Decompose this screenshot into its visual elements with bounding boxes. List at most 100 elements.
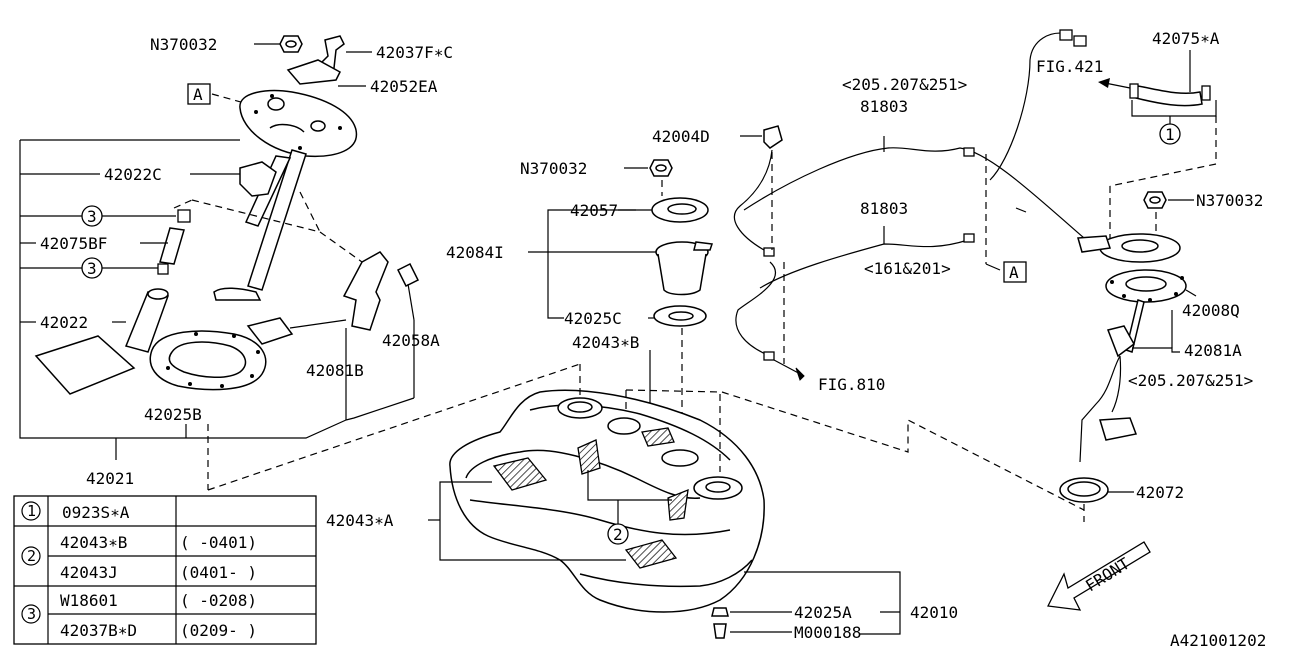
- pump-assembly-group: [19, 35, 581, 491]
- label-box-a-left: A: [193, 85, 203, 104]
- label-n370032-mid: N370032: [520, 159, 587, 178]
- harness-clip-4: [963, 233, 975, 243]
- nut-n370032-right: [1143, 191, 1167, 209]
- legend-range-3b: (0209- ): [180, 621, 257, 640]
- label-42043a: 42043∗A: [326, 511, 394, 530]
- hose-clamp-upper: [177, 209, 191, 223]
- bracket-42052ea: [286, 59, 341, 85]
- legend-part-1: 0923S∗A: [62, 503, 130, 522]
- fuel-filter-strainer: [34, 335, 136, 395]
- callout-1: [1159, 123, 1181, 145]
- sender-bracket-42081b: [342, 251, 389, 331]
- ring-42057: [651, 197, 709, 223]
- right-assembly-group: [1047, 50, 1217, 611]
- legend-part-2b: 42043J: [60, 563, 118, 582]
- harness-clip-2: [763, 351, 775, 361]
- pad-42043a-3: [667, 488, 689, 521]
- legend-table: 1 0923S∗A 2 42043∗B ( -0401) 42043J (040…: [13, 495, 317, 645]
- label-42022c: 42022C: [104, 165, 162, 184]
- sender-arm-42081a: [1079, 299, 1145, 463]
- label-42081a: 42081A: [1184, 341, 1242, 360]
- label-n370032-top: N370032: [150, 35, 217, 54]
- fig810-arrow: [795, 367, 805, 381]
- fig421-arrow: [1098, 78, 1110, 88]
- front-direction-arrow: [1047, 541, 1151, 611]
- reference-box-a-right: [1003, 261, 1027, 283]
- label-42072: 42072: [1136, 483, 1184, 502]
- sender-unit-flange: [1077, 233, 1181, 263]
- connector-block: [246, 317, 294, 345]
- legend-part-3a: W18601: [60, 591, 118, 610]
- legend-ref-3: 3: [27, 605, 36, 623]
- clip-42004d: [763, 125, 783, 149]
- label-m000188: M000188: [794, 623, 861, 642]
- nut-n370032-top: [279, 35, 303, 53]
- label-42058a: 42058A: [382, 331, 440, 350]
- harness-clip-3: [963, 147, 975, 157]
- legend-range-2b: (0401- ): [180, 563, 257, 582]
- label-callout-2: 2: [613, 525, 623, 544]
- hose-42075bf: [159, 227, 185, 265]
- label-n370032-right: N370032: [1196, 191, 1263, 210]
- bolt-m000188: [713, 623, 727, 639]
- center-parts-group: [528, 125, 783, 452]
- label-selection-205-top: <205.207&251>: [842, 75, 967, 94]
- label-42004d: 42004D: [652, 127, 710, 146]
- float-42072: [1059, 477, 1109, 503]
- label-42075a: 42075∗A: [1152, 29, 1220, 48]
- hose-42075a: [1135, 85, 1203, 107]
- gasket-42025c: [653, 305, 707, 327]
- label-callout-3-lower: 3: [87, 259, 97, 278]
- fuel-tank-42010: [428, 364, 1085, 639]
- label-diagram-id: A421001202: [1170, 631, 1266, 650]
- label-42057: 42057: [570, 201, 618, 220]
- label-42010: 42010: [910, 603, 958, 622]
- legend-part-3b: 42037B∗D: [60, 621, 137, 640]
- pad-42043b: [641, 427, 675, 447]
- cap-42084i: [655, 241, 714, 296]
- pump-connector-42022c: [239, 161, 277, 197]
- harness-plug-2: [1073, 35, 1087, 47]
- label-81803-mid: 81803: [860, 199, 908, 218]
- label-42043b: 42043∗B: [572, 333, 639, 352]
- pad-42043a-4: [624, 539, 678, 569]
- pad-42043a-2: [577, 439, 601, 475]
- label-42075bf: 42075BF: [40, 234, 107, 253]
- harness-clip-1: [763, 247, 775, 257]
- label-front: FRONT: [1082, 554, 1133, 596]
- reference-box-a-left: [187, 83, 211, 105]
- harness-81803: [734, 29, 1087, 381]
- nut-n370032-mid: [649, 159, 673, 177]
- label-42025b: 42025B: [144, 405, 202, 424]
- label-42084i: 42084I: [446, 243, 504, 262]
- label-selection-161: <161&201>: [864, 259, 951, 278]
- label-callout-1: 1: [1165, 125, 1175, 144]
- label-42025c: 42025C: [564, 309, 622, 328]
- label-42021: 42021: [86, 469, 134, 488]
- label-42037f: 42037F∗C: [376, 43, 453, 62]
- label-81803-top: 81803: [860, 97, 908, 116]
- pump-flange-plate: [239, 89, 358, 158]
- legend-part-2a: 42043∗B: [60, 533, 127, 552]
- legend-ref-1: 1: [27, 502, 36, 520]
- label-callout-3-upper: 3: [87, 207, 97, 226]
- fuel-pump-42022: [124, 288, 169, 353]
- label-42025a: 42025A: [794, 603, 852, 622]
- gasket-42025b: [149, 330, 267, 391]
- label-42008q: 42008Q: [1182, 301, 1240, 320]
- label-fig421: FIG.421: [1036, 57, 1103, 76]
- label-selection-205-right: <205.207&251>: [1128, 371, 1253, 390]
- hose-clamp-lower: [157, 263, 169, 275]
- legend-range-2a: ( -0401): [180, 533, 257, 552]
- pad-42043a-1: [492, 457, 548, 491]
- label-42052ea: 42052EA: [370, 77, 438, 96]
- label-42022: 42022: [40, 313, 88, 332]
- bolt-42058a: [396, 262, 420, 321]
- legend-range-3a: ( -0208): [180, 591, 257, 610]
- harness-plug-1: [1059, 29, 1073, 41]
- legend-ref-2: 2: [27, 547, 36, 565]
- label-box-a-right: A: [1009, 263, 1019, 282]
- gasket-42008q: [1105, 269, 1187, 303]
- drain-plug-42025a: [711, 607, 729, 617]
